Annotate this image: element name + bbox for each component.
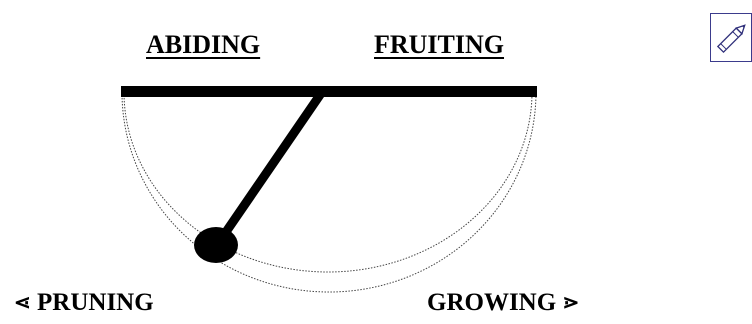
- pendulum-bob: [194, 227, 238, 263]
- label-growing: GROWING ⋗: [427, 290, 579, 315]
- pendulum-rod: [212, 87, 327, 250]
- label-pruning: ⋖ PRUNING: [14, 290, 154, 315]
- label-abiding: ABIDING: [146, 30, 261, 59]
- pencil-icon: [716, 24, 746, 54]
- label-fruiting: FRUITING: [374, 30, 505, 59]
- swing-arc-outer: [121, 91, 537, 293]
- label-pruning-text: PRUNING: [37, 289, 154, 316]
- swing-arc-inner: [123, 91, 533, 273]
- right-arrow-icon: ⋗: [562, 292, 580, 314]
- label-growing-text: GROWING: [427, 289, 557, 316]
- edit-button[interactable]: [710, 13, 752, 62]
- left-arrow-icon: ⋖: [14, 292, 31, 314]
- support-bar: [121, 86, 537, 97]
